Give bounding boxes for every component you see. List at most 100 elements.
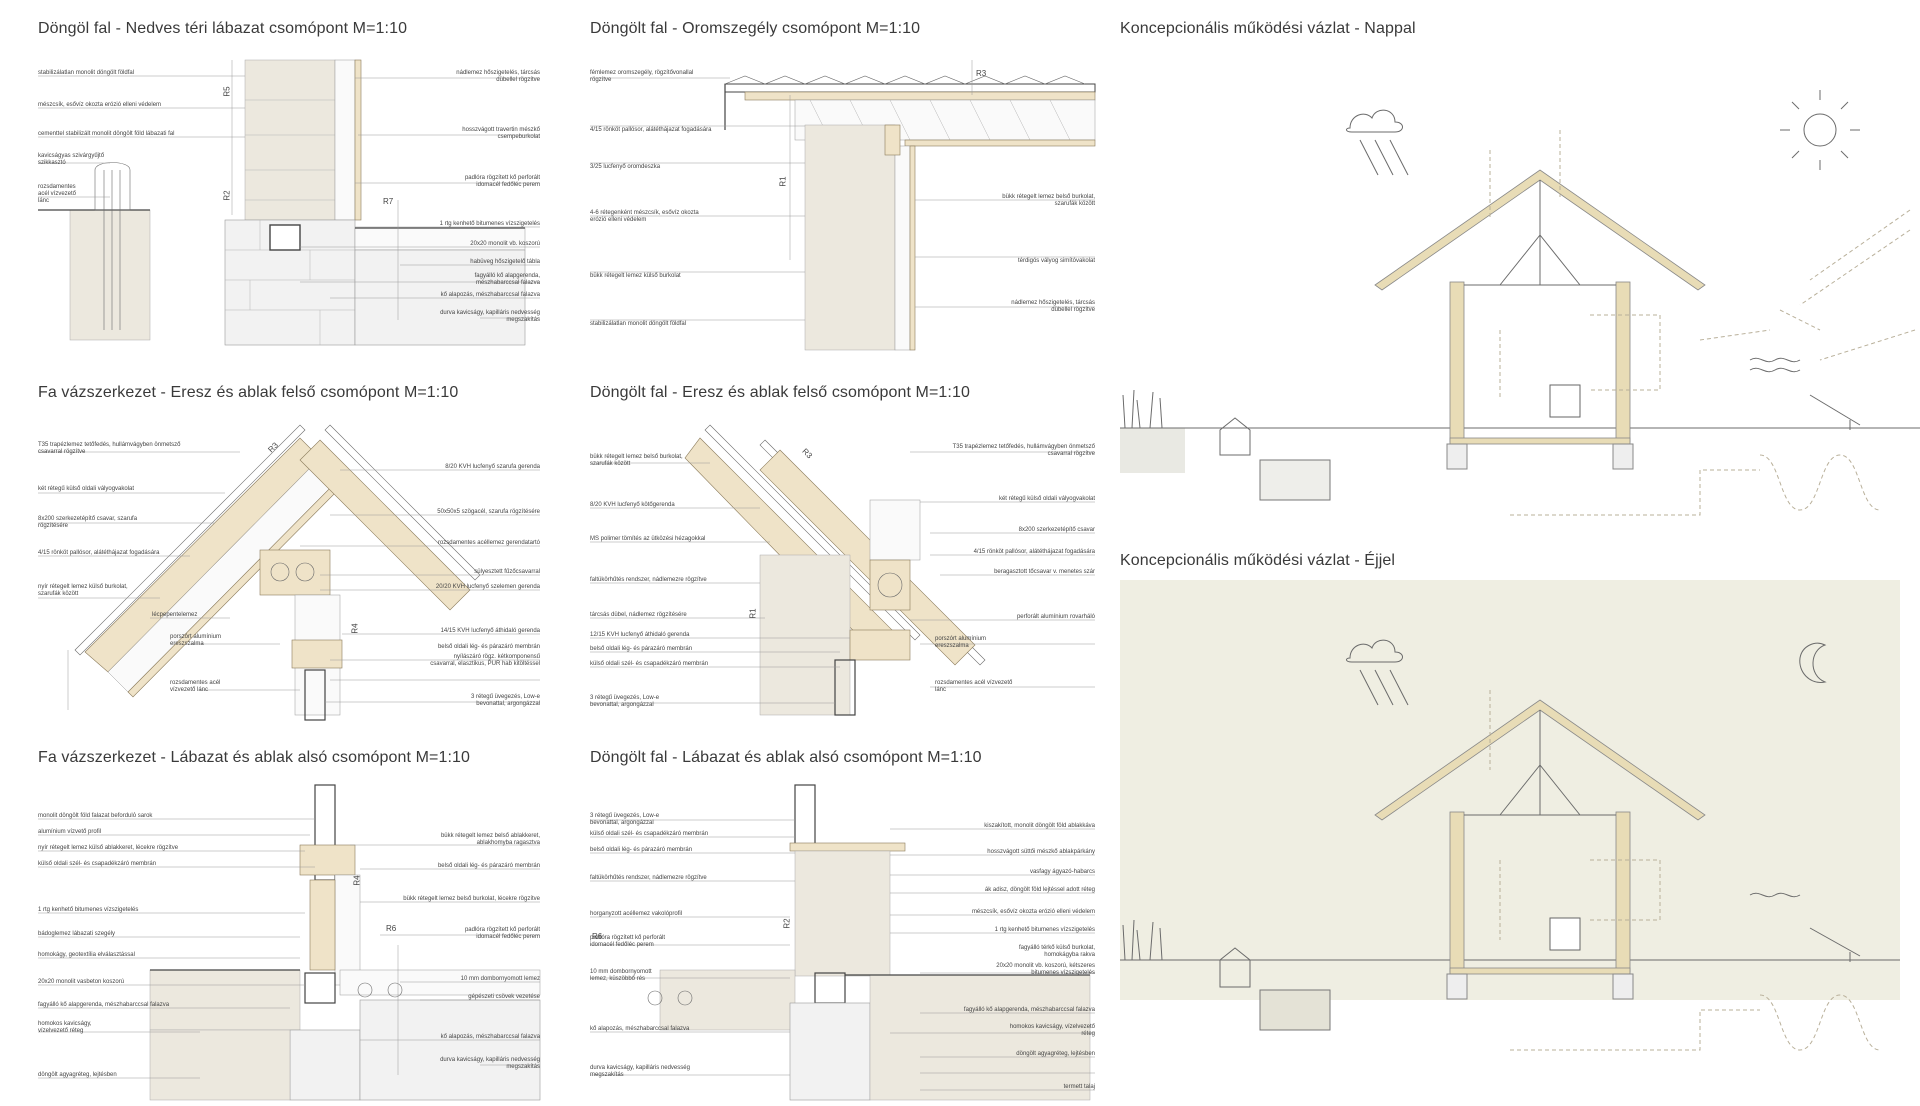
label: alumínium vízvető profil: [38, 829, 102, 835]
label: cementtel stabilizált monolit döngölt fö…: [38, 131, 175, 137]
label: hosszvágott süttői mészkő ablakpárkány: [987, 849, 1095, 855]
label: horganyzott acéllemez vakolóprofil: [590, 911, 683, 917]
label: külső oldali szél- és csapadékzáró membr…: [590, 831, 709, 837]
label: bükk rétegelt lemez belső burkolat, léce…: [403, 896, 540, 902]
label: 4/15 rönköt pallósor, alátéthájazat foga…: [973, 549, 1095, 555]
panel-title: Fa vázszerkezet - Eresz és ablak felső c…: [38, 384, 459, 401]
dimension-label: R4: [352, 875, 362, 886]
label: rozsdamentes acél vízvezető lánc: [170, 680, 221, 693]
panel-7: Fa vázszerkezet - Lábazat és ablak alsó …: [0, 745, 560, 1106]
label: 4/15 rönköt pallósor, alátéthájazat foga…: [590, 127, 712, 133]
label: belső oldali lég- és párazáró membrán: [590, 646, 693, 652]
panel-title: Koncepcionális működési vázlat - Nappal: [1120, 20, 1416, 37]
detail-drawing: [38, 424, 540, 721]
concept-sketch-night: [1120, 580, 1900, 1051]
label: 4/15 rönköt pallósor, alátéthájazat foga…: [38, 550, 160, 556]
label: kő alapozás, mészhabarccsal falazva: [440, 1034, 540, 1040]
label: faltükörhűtés rendszer, nádlemezre rögzí…: [590, 577, 707, 583]
label: 8x200 szerkezetépítő csavar, szarufa rög…: [38, 516, 138, 529]
label: mészcsík, esővíz okozta erózió elleni vé…: [38, 102, 162, 108]
detail-drawing: [38, 59, 540, 346]
label: T35 trapézlemez tetőfedés, hullámvágyben…: [952, 444, 1095, 457]
label: hosszvágott travertin mészkő csempeburko…: [462, 127, 540, 140]
label: 20x20 monolit vb. koszorú, kétszeres bit…: [996, 963, 1095, 976]
label: 10 mm dombornyomott lemez: [460, 976, 540, 982]
label: két rétegű külső oldali vályogvakolat: [38, 486, 135, 492]
label: homokos kavicságy, vízelvezető réteg: [1009, 1024, 1095, 1037]
label: fémlemez oromszegély, rögzítővonallal rö…: [590, 70, 694, 83]
label: ák adisz, döngölt föld lejtéssel adott r…: [984, 887, 1095, 893]
dimension-label: R2: [782, 918, 792, 929]
panel-title: Döngölt fal - Eresz és ablak felső csomó…: [590, 384, 970, 401]
label: faltükörhűtés rendszer, nádlemezre rögzí…: [590, 875, 707, 881]
detail-drawing: [590, 60, 1096, 351]
label: nyír rétegelt lemez külső ablakkeret, lé…: [38, 845, 179, 851]
label: rozsdamentes acéllemez gerendatartó: [437, 540, 540, 546]
label: bükk rétegelt lemez belső burkolat, szar…: [590, 454, 683, 467]
panel-5: Döngölt fal - Eresz és ablak felső csomó…: [590, 380, 1100, 720]
dimension-label: R4: [350, 623, 360, 634]
label: MS polimer tömítés az ütközési hézagokka…: [590, 536, 706, 542]
label: fagyálló kő alapgerenda, mészhabarccsal …: [963, 1007, 1095, 1013]
label: nádlemez hőszigetelés, tárcsás dübellel …: [456, 70, 540, 83]
label: 3 rétegű üvegezés, Low-e bevonattal, arg…: [590, 695, 660, 708]
label: bükk rétegelt lemez belső ablakkeret, ab…: [440, 833, 540, 846]
label: külső oldali szél- és csapadékzáró membr…: [590, 661, 709, 667]
concept-sketch-day: [1120, 90, 1920, 516]
label: durva kavicságy, kapilláris nedvesség me…: [440, 310, 540, 323]
label: tárcsás dübel, nádlemez rögzítésére: [590, 612, 687, 618]
panel-title: Döngöl fal - Nedves téri lábazat csomópo…: [38, 20, 408, 37]
label: bádoglemez lábazati szegély: [38, 931, 116, 937]
panel-title: Koncepcionális működési vázlat - Éjjel: [1120, 552, 1396, 569]
label: belső oldali lég- és párazáró membrán: [590, 847, 693, 853]
dimension-label: R1: [778, 176, 788, 187]
detail-drawing: [38, 784, 541, 1101]
label: 3/25 lucfenyő oromdeszka: [590, 164, 661, 170]
label: porszórt alumínium ereszszalma: [935, 636, 987, 649]
label: kő alapozás, mészhabarccsal falazva: [590, 1026, 690, 1032]
label: döngölt agyagréteg, lejtésben: [38, 1072, 117, 1078]
label: kiszakított, monolit döngölt föld ablakk…: [984, 823, 1095, 829]
panel-1: Döngöl fal - Nedves téri lábazat csomópo…: [0, 0, 560, 360]
label: habüveg hőszigetelő tábla: [470, 259, 540, 265]
label: padlóra rögzített kő perforált idomacél …: [464, 927, 540, 940]
label: stabilizálatlan monolit döngölt földfal: [38, 70, 135, 76]
label: fagyálló kő alapgerenda, mészhabarccsal …: [474, 273, 540, 286]
label: monolit döngölt föld falazat befordulό s…: [38, 813, 153, 819]
label: 20/20 KVH lucfenyő szelemen gerenda: [435, 584, 540, 590]
label: 1 rtg kenhető bitumenes vízszigetelés: [38, 907, 139, 913]
dimension-label: R6: [386, 924, 397, 933]
panel-title: Döngölt fal - Lábazat és ablak alsó csom…: [590, 749, 982, 766]
label: mészcsík, esővíz okozta erózió elleni vé…: [971, 909, 1095, 915]
panel-8: Döngölt fal - Lábazat és ablak alsó csom…: [590, 745, 1100, 1106]
label: lécpepentelemez: [152, 612, 198, 618]
label: homokos kavicságy, vízelvezető réteg: [38, 1021, 92, 1034]
label: külső oldali szél- és csapadékzáró membr…: [38, 861, 157, 867]
label: 20x20 monolit vasbeton koszorú: [38, 979, 125, 985]
dimension-label: R5: [222, 86, 232, 97]
panel-4: Fa vázszerkezet - Eresz és ablak felső c…: [0, 380, 560, 721]
label: 50x50x5 szögacél, szarufa rögzítésére: [437, 509, 540, 515]
label: térdigós vályog simítóvakolat: [1017, 258, 1095, 264]
panel-3-day: Koncepcionális működési vázlat - Nappal: [1120, 0, 1920, 530]
label: 1 rtg kenhető bitumenes vízszigetelés: [439, 221, 540, 227]
label: porszórt alumínium ereszszalma: [170, 634, 222, 647]
label: fagyálló térkő külső burkolat, homokágyb…: [1018, 945, 1095, 958]
panel-title: Fa vázszerkezet - Lábazat és ablak alsó …: [38, 749, 471, 766]
label: 4-6 rétegenként mészcsík, esővíz okozta …: [590, 210, 699, 223]
label: bükk rétegelt lemez külső burkolat: [590, 273, 681, 279]
detail-drawing: [590, 424, 1095, 716]
label: rozsdamentes acél vízvezető lánc: [38, 184, 77, 204]
dimension-label: R2: [222, 190, 232, 201]
dimension-label: R7: [383, 197, 394, 206]
label: padlóra rögzített kő perforált idomacél …: [590, 935, 666, 948]
label: termett talaj: [1063, 1084, 1095, 1090]
label: belső oldali lég- és párazáró membrán: [437, 644, 540, 650]
label: döngölt agyagréteg, lejtésben: [1016, 1051, 1095, 1057]
label: két rétegű külső oldali vályogvakolat: [998, 496, 1095, 502]
label: durva kavicságy, kapilláris nedvesség me…: [440, 1057, 540, 1070]
label: belső oldali lég- és párazáró membrán: [437, 863, 540, 869]
label: homokágy, geotextília elválasztással: [38, 952, 135, 958]
label: 8x200 szerkezetépítő csavar: [1018, 527, 1095, 533]
label: fagyálló kő alapgerenda, mészhabarccsal …: [38, 1002, 170, 1008]
